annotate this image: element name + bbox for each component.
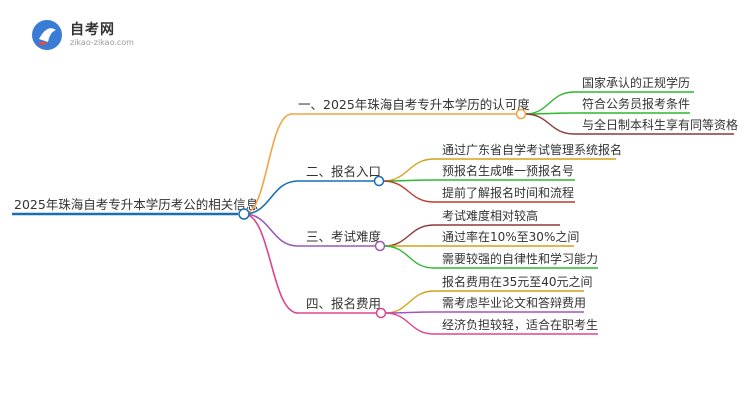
logo-mark-icon	[32, 20, 62, 50]
child-connector-4-1	[384, 290, 435, 314]
child-label-4-3: 经济负担较轻，适合在职考生	[442, 317, 598, 332]
child-label-1-3: 与全日制本科生享有同等资格	[582, 117, 738, 132]
branch-connector-2	[243, 180, 299, 215]
child-connector-2-1	[382, 158, 435, 182]
root-node[interactable]	[238, 208, 250, 220]
child-connector-4-3	[384, 312, 435, 335]
branch-node-3[interactable]	[374, 240, 386, 252]
site-logo[interactable]: 自考网 zikao-zikao.com	[30, 16, 150, 54]
branch-node-1[interactable]	[515, 108, 527, 120]
child-label-3-3: 需要较强的自律性和学习能力	[442, 251, 598, 266]
child-connector-2-3	[382, 180, 435, 203]
child-connector-3-3	[383, 245, 435, 269]
logo-title: 自考网	[70, 22, 115, 38]
logo-url: zikao-zikao.com	[70, 38, 134, 47]
child-label-2-2: 预报名生成唯一预报名号	[442, 163, 574, 178]
branch-label-2: 二、报名入口	[306, 164, 381, 179]
child-connector-1-1	[524, 91, 575, 115]
branch-node-4[interactable]	[375, 307, 387, 319]
root-node-label: 2025年珠海自考专升本学历考公的相关信息	[14, 197, 258, 212]
child-label-2-3: 提前了解报名时间和流程	[442, 185, 574, 200]
branch-connector-1	[243, 113, 293, 215]
branch-label-4: 四、报名费用	[306, 296, 381, 311]
child-label-3-1: 考试难度相对较高	[442, 208, 538, 223]
branch-connector-3	[243, 213, 299, 247]
branch-connector-4	[243, 213, 299, 314]
branch-label-1: 一、2025年珠海自考专升本学历的认可度	[298, 97, 530, 112]
child-label-2-1: 通过广东省自学考试管理系统报名	[442, 142, 622, 157]
child-label-4-2: 需考虑毕业论文和答辩费用	[442, 295, 586, 310]
child-label-3-2: 通过率在10%至30%之间	[442, 229, 579, 244]
branch-label-3: 三、考试难度	[306, 229, 382, 244]
child-label-1-1: 国家承认的正规学历	[582, 75, 690, 90]
child-label-1-2: 符合公务员报考条件	[582, 96, 690, 111]
child-label-4-1: 报名费用在35元至40元之间	[442, 274, 593, 289]
child-connector-3-1	[383, 224, 435, 247]
branch-node-2[interactable]	[373, 175, 385, 187]
child-connector-1-3	[524, 113, 575, 135]
